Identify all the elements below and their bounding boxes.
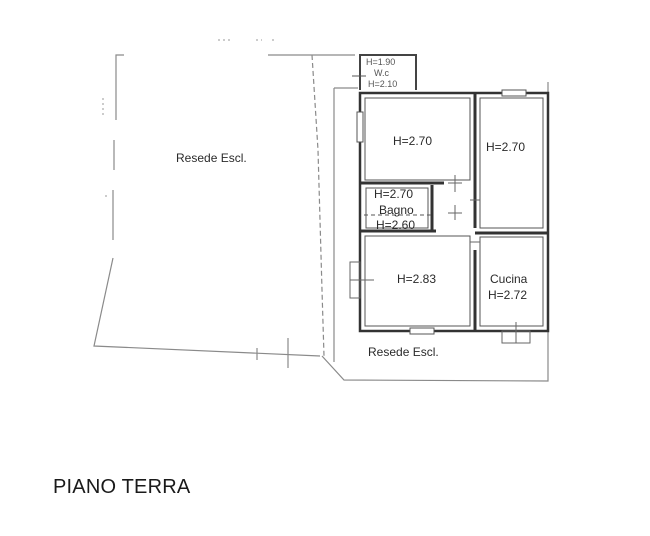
room-bottom-left-height: H=2.83	[397, 272, 437, 286]
bagno-height-top: H=2.70	[374, 187, 414, 201]
windows	[356, 89, 527, 335]
boundary-marks	[102, 39, 276, 200]
room-top-right-height: H=2.70	[486, 140, 526, 154]
plot-boundary	[93, 54, 549, 382]
floor-title: PIANO TERRA	[53, 476, 191, 498]
wc-height-top: H=1.90	[366, 57, 396, 67]
wc-walls	[359, 54, 417, 90]
inner-wall-lines	[364, 97, 544, 327]
wc-height-bottom: H=2.10	[368, 79, 398, 89]
resede-left-label: Resede Escl.	[176, 151, 247, 165]
room-top-left-height: H=2.70	[393, 134, 433, 148]
wc-label: W.c	[374, 68, 389, 78]
bagno-height-bottom: H=2.60	[376, 218, 416, 232]
bagno-label: Bagno	[379, 203, 414, 217]
cucina-height: H=2.72	[488, 288, 528, 302]
resede-bottom-label: Resede Escl.	[368, 345, 439, 359]
house-walls	[358, 91, 550, 333]
cucina-label: Cucina	[490, 272, 528, 286]
doors	[349, 175, 531, 344]
